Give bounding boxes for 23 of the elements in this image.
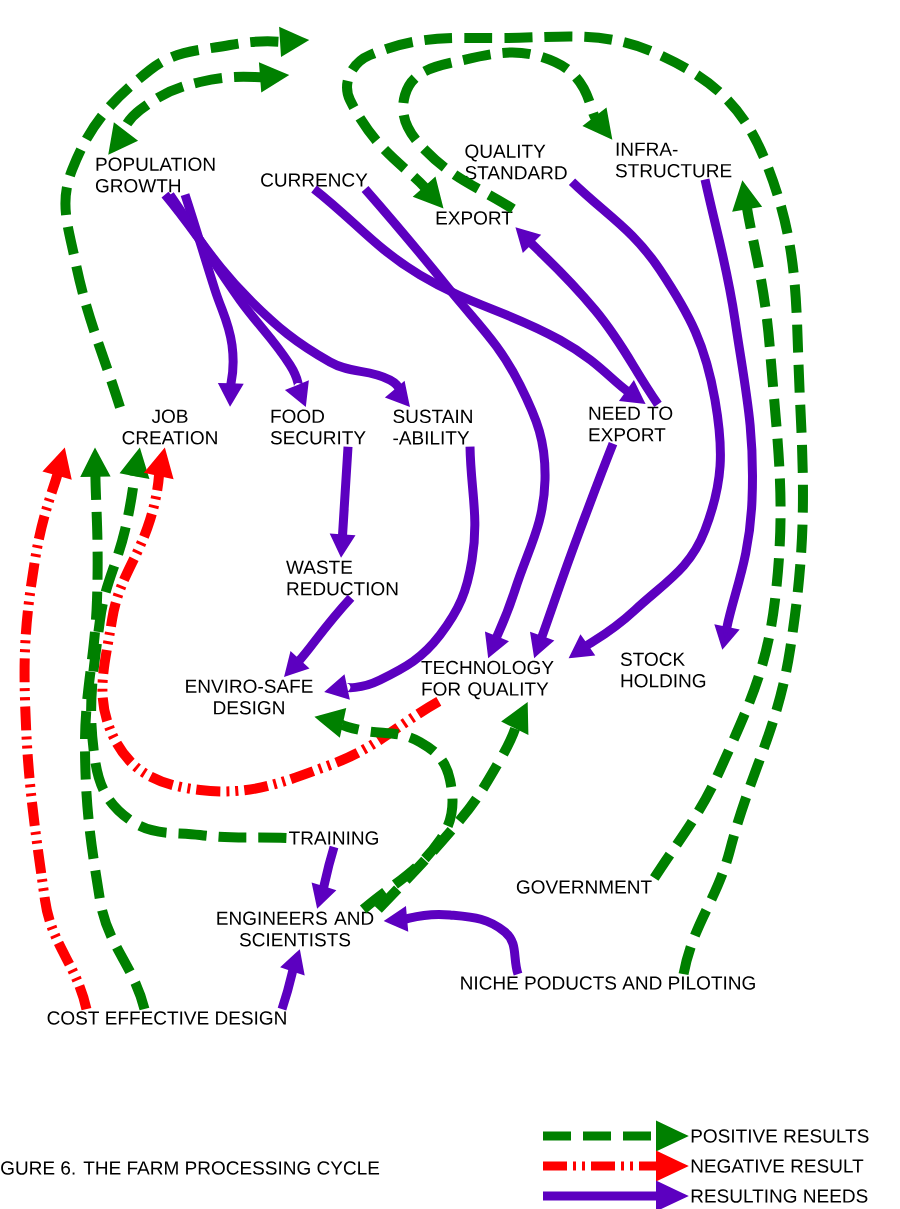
node-label: STOCK HOLDING [620,652,706,688]
legend-label: RESULTING NEEDS [691,1189,868,1203]
node-label: EXPORT [436,211,513,225]
arrow [343,31,808,976]
node-label: SUSTAIN -ABILITY [393,409,472,445]
node-label: FOOD SECURITY [270,409,366,445]
node-label: INFRA-STRUCTURE [615,142,732,178]
node-label: NICHE PODUCTS AND PILOTING [461,976,755,990]
node-label: COST EFFECTIVE DESIGN [47,1011,286,1025]
node-label: POPULATION GROWTH [95,157,215,193]
node-label: ENVIRO-SAFE DESIGN [186,679,313,715]
node-label: QUALITY STANDARD [465,144,567,180]
node-label: JOB CREATION [122,409,217,445]
node-label: NEED TO EXPORT [589,406,673,442]
node-label: TRAINING [289,831,378,845]
node-label: GOVERNMENT [516,880,652,894]
node-label: WASTE REDUCTION [286,560,398,596]
node-label: ENGINEERS AND SCIENTISTS [217,911,374,947]
legend-label: NEGATIVE RESULT [691,1159,864,1173]
node-label: CURRENCY [261,173,368,187]
caption: GURE 6. THE FARM PROCESSING CYCLE [1,1161,380,1175]
node-label: TECHNOLOGY FOR QUALITY [421,660,554,700]
legend-label: POSITIVE RESULTS [691,1129,869,1143]
